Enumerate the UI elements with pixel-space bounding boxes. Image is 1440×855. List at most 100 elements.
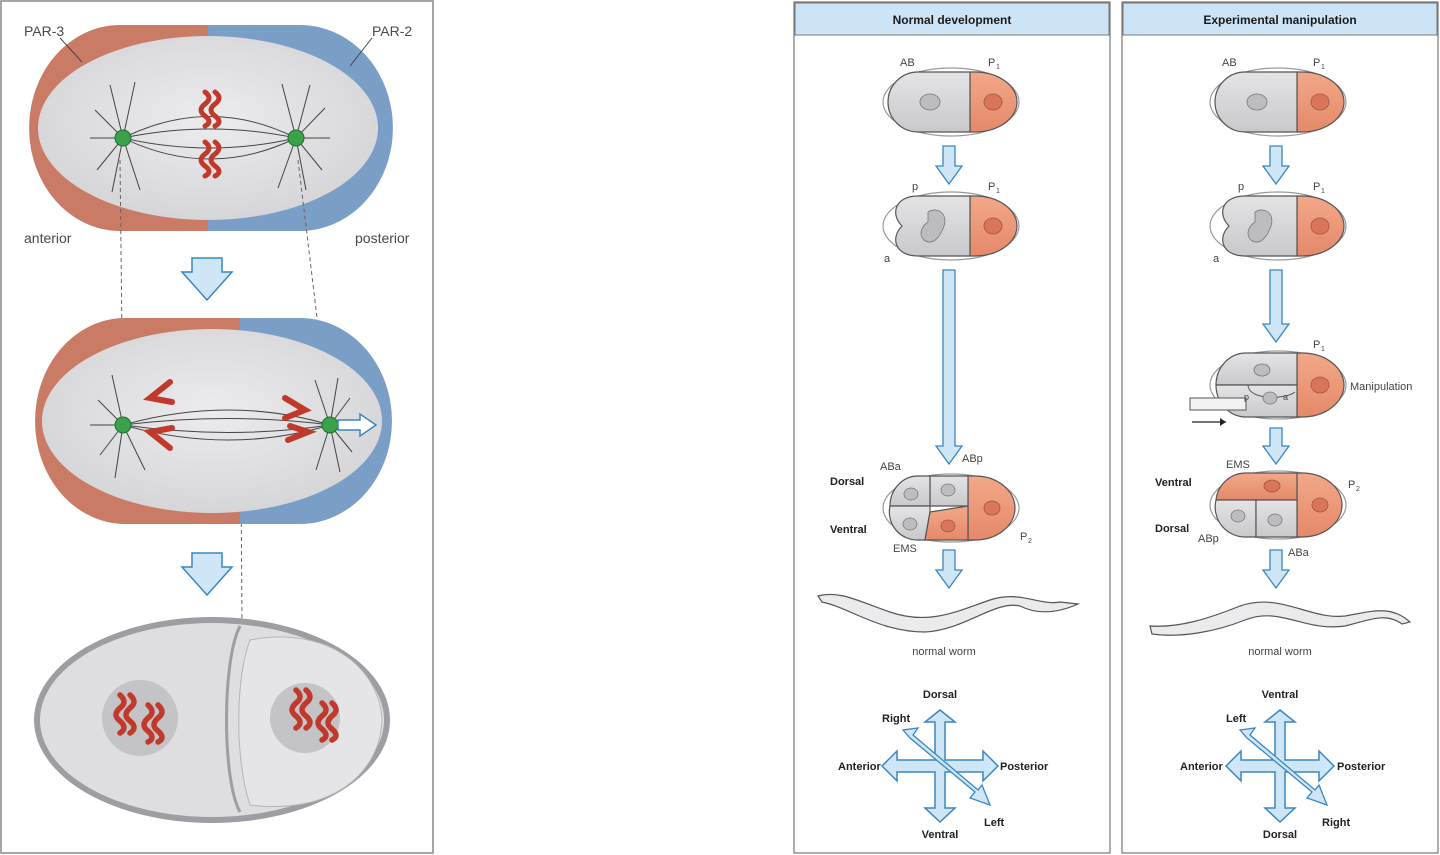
manip-dorsal-label: Dorsal: [1155, 523, 1189, 535]
manip-arrow-1: [1261, 145, 1291, 186]
normal-ems-label: EMS: [893, 543, 917, 555]
manip-p1b-sub: 1: [1321, 346, 1325, 353]
manip-compass-top: Ventral: [1262, 689, 1299, 701]
manip-p1-sub-2: 1: [1321, 188, 1325, 195]
normal-dorsal-label: Dorsal: [830, 476, 864, 488]
manip-p-small: p: [1244, 392, 1249, 402]
normal-compass-cross: [880, 709, 1000, 824]
manip-compass-right: Posterior: [1337, 761, 1386, 773]
normal-p2-label: P: [1020, 531, 1027, 543]
manip-two-cell: [1209, 67, 1347, 137]
manip-manipulation-label: Manipulation: [1350, 381, 1412, 393]
normal-panel-header: [794, 2, 1110, 36]
normal-development-panel: Normal development AB P 1 p P 1 a: [793, 1, 1111, 854]
normal-compass: [880, 709, 1000, 824]
manip-needle: [1189, 397, 1247, 411]
nucleus-ab: [102, 680, 178, 756]
cytoplasm-2: [42, 329, 382, 513]
par3-label: PAR-3: [24, 23, 64, 39]
manip-compass-left: Anterior: [1180, 761, 1224, 773]
par3-pointer: [59, 37, 83, 63]
centrosome-right-2: [321, 416, 339, 434]
normal-compass-diagonal: [901, 727, 992, 807]
manip-p1-label-2: P: [1313, 181, 1320, 193]
posterior-displacement-arrow: [337, 412, 378, 438]
chromosomes-3: [113, 687, 339, 745]
down-arrow-2: [180, 552, 234, 597]
manip-ems-label: EMS: [1226, 459, 1250, 471]
chromosomes-2: [142, 379, 317, 451]
manip-ventral-label: Ventral: [1155, 477, 1192, 489]
normal-p-label: p: [912, 181, 918, 193]
two-cell-embryo: [34, 617, 390, 823]
manip-p1-sub: 1: [1321, 64, 1325, 71]
cytoplasm-1: [38, 36, 378, 220]
manip-compass-diag-down: Right: [1322, 817, 1350, 829]
normal-worm-label: normal worm: [912, 646, 976, 658]
manip-a-label: a: [1213, 253, 1220, 265]
centrosome-left-2: [114, 416, 132, 434]
chromosomes-1: [198, 89, 222, 179]
centrosome-right-1: [287, 129, 305, 147]
par2-label: PAR-2: [372, 23, 412, 39]
normal-arrow-long: [934, 269, 964, 466]
normal-compass-diag-down: Left: [984, 817, 1005, 829]
manip-p2-sub: 2: [1356, 486, 1360, 493]
normal-p1-sub: 1: [996, 64, 1000, 71]
normal-panel-title: Normal development: [893, 13, 1012, 27]
experimental-manipulation-panel: Experimental manipulation AB P 1 p P 1 a: [1121, 1, 1439, 854]
normal-four-cell: [882, 473, 1020, 543]
left-panel: PAR-3 PAR-2 anterior posterior: [0, 0, 434, 854]
manip-compass: [1224, 709, 1336, 824]
normal-compass-top: Dorsal: [923, 689, 957, 701]
manip-p1-label: P: [1313, 57, 1320, 69]
normal-p1-label: P: [988, 57, 995, 69]
down-arrow-1: [180, 257, 234, 302]
manip-arrow-4: [1261, 549, 1291, 590]
manip-compass-diagonal: [1238, 727, 1329, 807]
normal-dividing-ab: [882, 191, 1020, 261]
normal-arrow-1: [934, 145, 964, 186]
cleavage-furrow: [225, 625, 242, 813]
zygote-metaphase: [29, 25, 393, 231]
manip-worm-label: normal worm: [1248, 646, 1312, 658]
manip-panel-title: Experimental manipulation: [1203, 13, 1356, 27]
manip-p1b-label: P: [1313, 339, 1320, 351]
manip-worm: [1149, 601, 1412, 636]
manip-compass-diag-up: Left: [1226, 713, 1247, 725]
normal-ab-label: AB: [900, 57, 915, 69]
normal-ventral-label: Ventral: [830, 524, 867, 536]
par2-pointer: [349, 37, 373, 67]
normal-p1-sub-2: 1: [996, 188, 1000, 195]
manip-ab-label: AB: [1222, 57, 1237, 69]
normal-arrow-3: [934, 549, 964, 590]
zygote-anaphase: [35, 318, 392, 524]
manip-arrow-2: [1261, 269, 1291, 344]
manip-a-small: a: [1283, 392, 1288, 402]
manip-compass-bottom: Dorsal: [1263, 829, 1297, 841]
manip-dividing-ab: [1209, 191, 1347, 261]
manip-panel-header: [1122, 2, 1438, 36]
manip-arrow-3: [1261, 427, 1291, 466]
manip-p-label: p: [1238, 181, 1244, 193]
normal-compass-left: Anterior: [838, 761, 882, 773]
normal-abp-label: ABp: [962, 453, 983, 465]
anterior-label: anterior: [24, 230, 72, 246]
manip-aba-label: ABa: [1288, 547, 1310, 559]
centrosome-left-1: [114, 129, 132, 147]
normal-compass-bottom: Ventral: [922, 829, 959, 841]
manip-four-cell: [1209, 470, 1347, 540]
normal-p2-sub: 2: [1028, 538, 1032, 545]
normal-a-label: a: [884, 253, 891, 265]
normal-worm: [817, 593, 1081, 633]
normal-two-cell: [882, 67, 1020, 137]
normal-p1-label-2: P: [988, 181, 995, 193]
normal-compass-diag-up: Right: [882, 713, 910, 725]
manip-stage: [1189, 350, 1347, 426]
normal-aba-label: ABa: [880, 461, 902, 473]
manip-abp-label: ABp: [1198, 533, 1219, 545]
normal-compass-right: Posterior: [1000, 761, 1049, 773]
posterior-label: posterior: [355, 230, 410, 246]
manip-p2-label: P: [1348, 479, 1355, 491]
